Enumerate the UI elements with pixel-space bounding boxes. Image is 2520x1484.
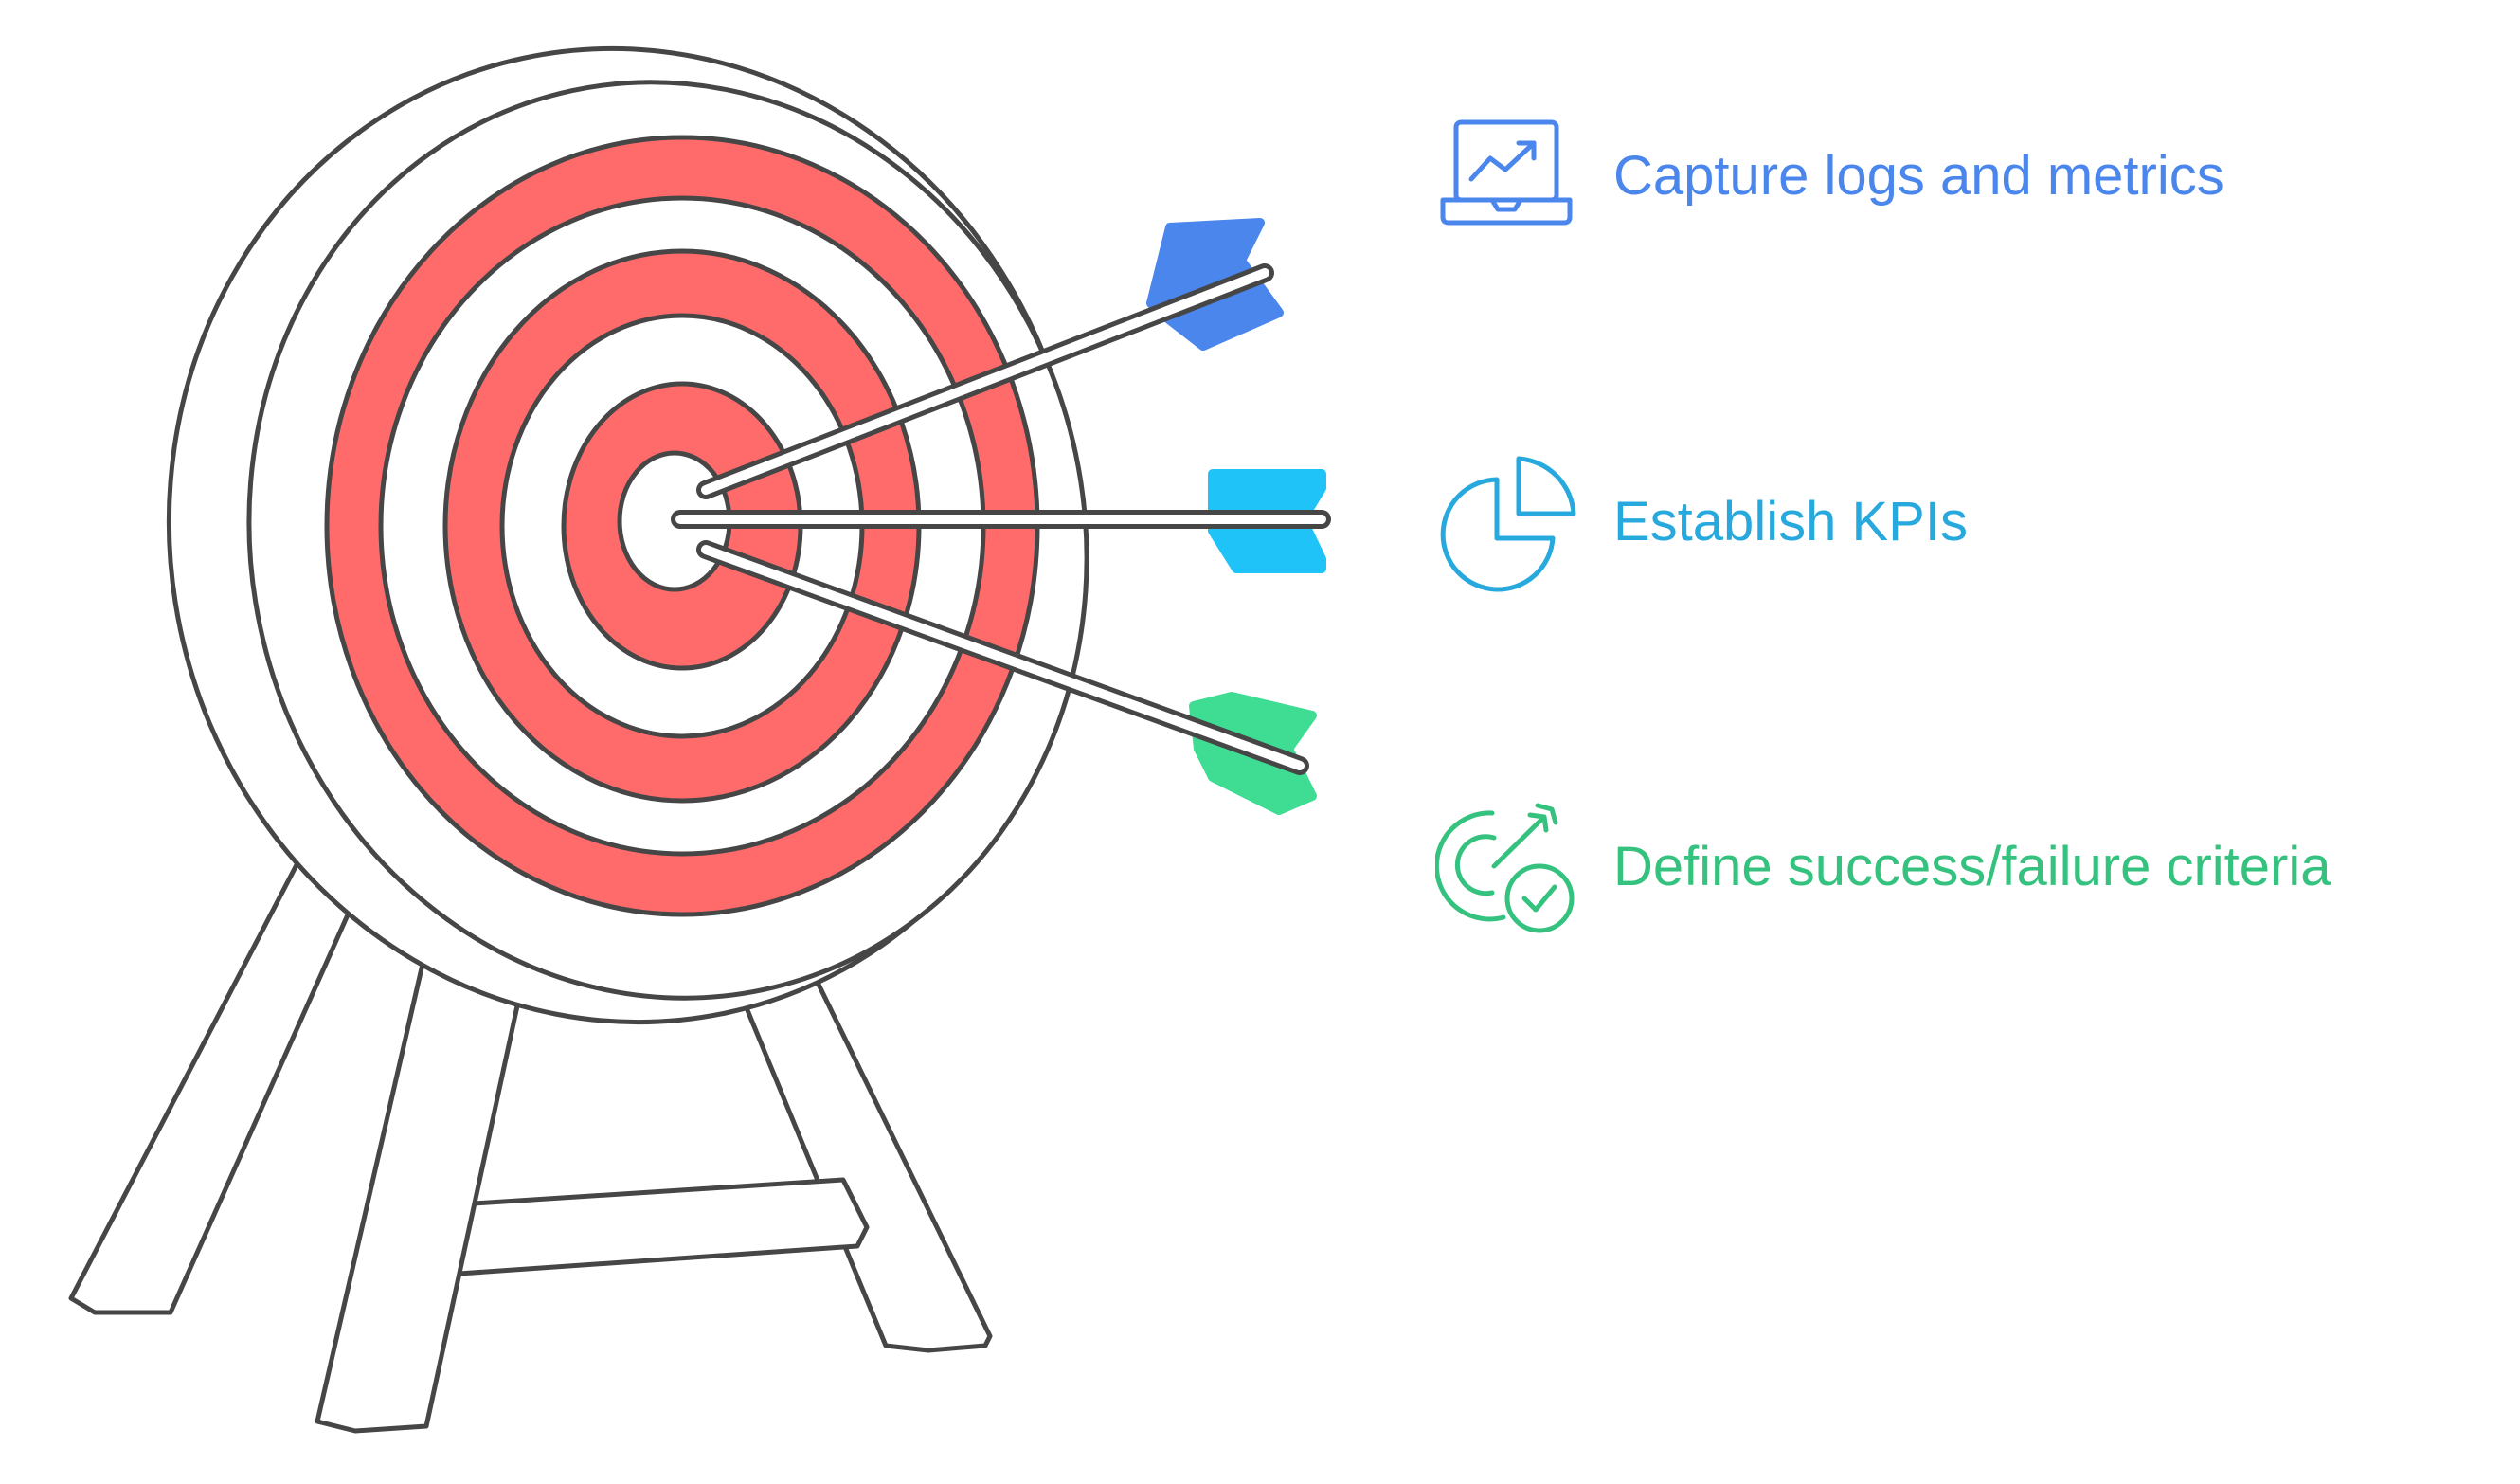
arrow-top	[696, 218, 1284, 499]
stand-legs	[68, 831, 993, 1434]
legend-label-establish-kpis: Establish KPIs	[1613, 491, 1968, 552]
stand-leg-back-right	[727, 954, 993, 1353]
stand-leg-back-left	[68, 831, 368, 1315]
legend-item-establish-kpis: Establish KPIs	[1435, 451, 2477, 593]
stand-crossbar	[442, 1177, 870, 1277]
legend-item-capture-logs: Capture logs and metrics	[1435, 105, 2477, 247]
pie-chart-icon	[1440, 456, 1576, 592]
legend-item-define-criteria: Define success/failure criteria	[1435, 796, 2477, 938]
legend-label-capture-logs: Capture logs and metrics	[1613, 145, 2224, 207]
legend-label-define-criteria: Define success/failure criteria	[1613, 836, 2331, 897]
stand-leg-front	[315, 945, 529, 1434]
target-check-icon	[1435, 803, 1575, 933]
arrow-bottom	[696, 540, 1317, 815]
laptop-chart-icon	[1440, 119, 1573, 226]
arrow-middle	[671, 469, 1331, 573]
